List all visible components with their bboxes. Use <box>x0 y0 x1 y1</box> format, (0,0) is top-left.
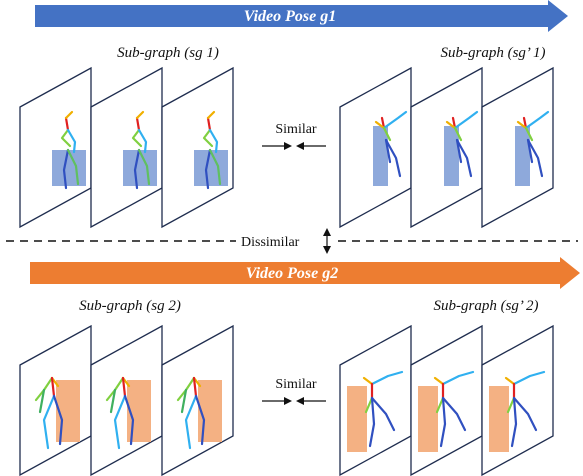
highlight-box <box>444 126 459 186</box>
pose-frame <box>90 324 163 476</box>
banner-arrow-g2 <box>30 257 580 289</box>
highlight-box <box>373 126 388 186</box>
highlight-box <box>347 386 367 452</box>
highlight-box <box>418 386 438 452</box>
highlight-box <box>515 126 530 186</box>
similar-relation-top: Similar <box>262 122 326 150</box>
frame-group-sgp1 <box>339 66 554 229</box>
pose-frame <box>339 66 412 229</box>
pose-frame <box>19 324 92 476</box>
pose-frame <box>481 66 554 229</box>
subgraph-label-sgp1: Sub-graph (sg’ 1) <box>441 45 546 61</box>
subgraph-label-sg1: Sub-graph (sg 1) <box>117 45 219 61</box>
frame-group-sgp2 <box>339 324 554 476</box>
similar-label-bottom: Similar <box>275 377 317 392</box>
similar-label-top: Similar <box>275 122 317 137</box>
dissimilar-divider: Dissimilar <box>6 228 578 254</box>
subgraph-label-sgp2: Sub-graph (sg’ 2) <box>434 298 539 314</box>
pose-frame <box>90 66 163 229</box>
highlight-box <box>52 150 86 186</box>
video-pose-g1-banner: Video Pose g1 <box>35 0 568 32</box>
frame-group-sg2 <box>19 324 234 476</box>
pose-frame <box>410 324 483 476</box>
pose-frame <box>19 66 92 229</box>
pose-frame <box>339 324 412 476</box>
highlight-box <box>123 150 157 186</box>
banner-label-g2: Video Pose g2 <box>246 265 338 282</box>
frame-group-sg1 <box>19 66 234 229</box>
banner-arrow-g1 <box>35 0 568 32</box>
subgraph-label-sg2: Sub-graph (sg 2) <box>79 298 181 314</box>
similar-relation-bottom: Similar <box>262 377 326 405</box>
highlight-box <box>489 386 509 452</box>
video-pose-g2-banner: Video Pose g2 <box>30 257 580 289</box>
pose-frame <box>410 66 483 229</box>
pose-frame <box>481 324 554 476</box>
banner-label-g1: Video Pose g1 <box>244 8 336 25</box>
pose-frame <box>161 66 234 229</box>
dissimilar-label: Dissimilar <box>241 235 300 250</box>
pose-frame <box>161 324 234 476</box>
highlight-box <box>194 150 228 186</box>
